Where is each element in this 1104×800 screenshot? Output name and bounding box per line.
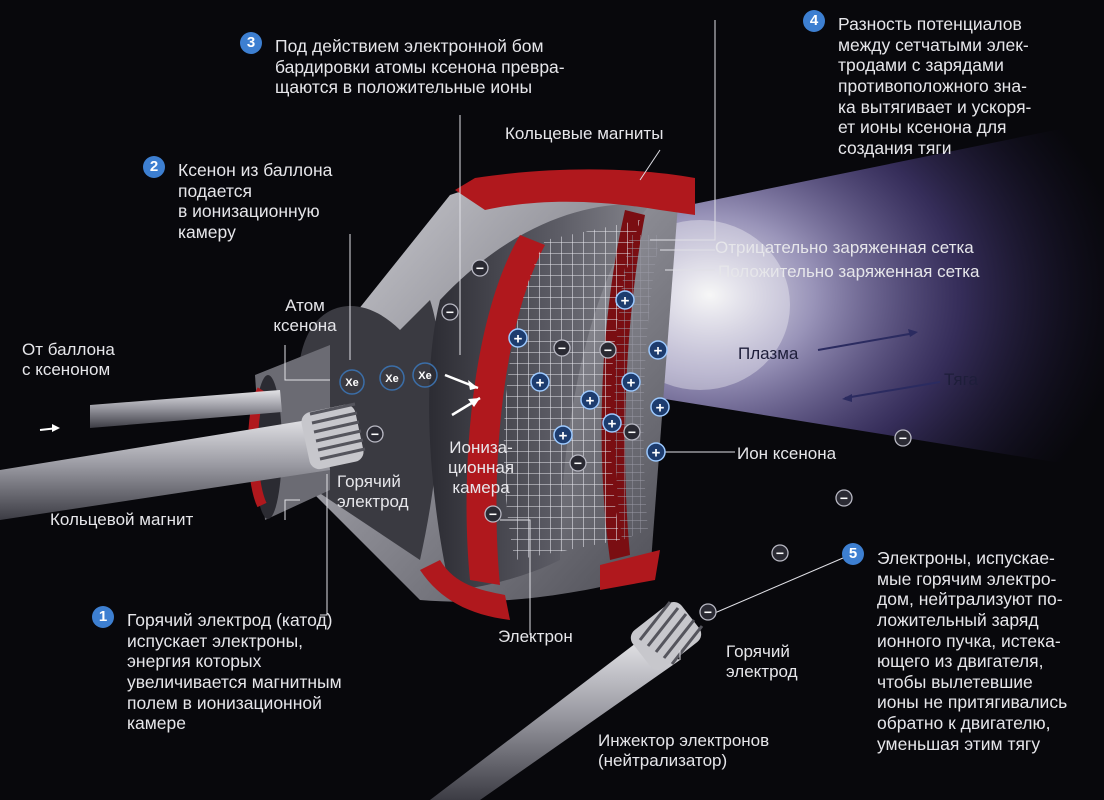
electron-minus-symbol: −	[371, 426, 379, 442]
step-1-text: Горячий электрод (катод) испускает элект…	[127, 610, 427, 734]
step-5-badge: 5	[842, 543, 864, 565]
step-5-text: Электроны, испускае- мые горячим электро…	[877, 548, 1102, 754]
xenon-ion-mark: +	[554, 426, 572, 444]
step-4-badge: 4	[803, 10, 825, 32]
xenon-ion-mark: +	[509, 329, 527, 347]
xenon-ion-mark: +	[649, 341, 667, 359]
step-2-badge: 2	[143, 156, 165, 178]
xenon-atom-symbol: Xe	[345, 377, 358, 389]
electron-minus-symbol: −	[574, 455, 582, 471]
label-ionization-chamber: Иониза- ционная камера	[436, 438, 526, 498]
electron-minus-symbol: −	[489, 506, 497, 522]
electron-mark: −	[700, 604, 716, 620]
label-from-tank: От баллона с ксеноном	[22, 340, 152, 380]
label-electron-injector: Инжектор электронов (нейтрализатор)	[598, 731, 838, 771]
electron-minus-symbol: −	[604, 342, 612, 358]
electron-mark: −	[367, 426, 383, 442]
electron-mark: −	[600, 342, 616, 358]
step-3-badge: 3	[240, 32, 262, 54]
electron-mark: −	[570, 455, 586, 471]
step-2-text: Ксенон из баллона подается в ионизационн…	[178, 160, 398, 243]
electron-minus-symbol: −	[628, 424, 636, 440]
xenon-atom-symbol: Xe	[385, 373, 398, 385]
label-hot-electrode-neutralizer: Горячий электрод	[726, 642, 826, 682]
label-positive-grid: Положительно заряженная сетка	[718, 262, 1058, 282]
ion-plus-symbol: +	[652, 444, 661, 461]
label-ring-magnets: Кольцевые магниты	[505, 124, 705, 144]
ion-plus-symbol: +	[621, 292, 630, 309]
xenon-ion-mark: +	[647, 443, 665, 461]
ion-plus-symbol: +	[586, 392, 595, 409]
step-3-text: Под действием электронной бом бардировки…	[275, 36, 675, 98]
xenon-ion-mark: +	[651, 398, 669, 416]
ion-plus-symbol: +	[654, 342, 663, 359]
label-xenon-atom: Атом ксенона	[255, 296, 355, 336]
xenon-ion-mark: +	[531, 373, 549, 391]
label-negative-grid: Отрицательно заряженная сетка	[715, 238, 1055, 258]
ion-plus-symbol: +	[608, 415, 617, 432]
xenon-ion-mark: +	[581, 391, 599, 409]
xenon-ion-mark: +	[622, 373, 640, 391]
ion-plus-symbol: +	[656, 399, 665, 416]
electron-minus-symbol: −	[558, 340, 566, 356]
electron-mark: −	[554, 340, 570, 356]
electron-mark: −	[442, 304, 458, 320]
step-1-badge: 1	[92, 606, 114, 628]
electron-mark: −	[485, 506, 501, 522]
electron-mark: −	[472, 260, 488, 276]
step-4-text: Разность потенциалов между сетчатыми эле…	[838, 14, 1098, 158]
ion-plus-symbol: +	[559, 427, 568, 444]
xenon-atom-symbol: Xe	[418, 370, 431, 382]
electron-minus-symbol: −	[776, 545, 784, 561]
electron-minus-symbol: −	[476, 260, 484, 276]
xenon-ion-mark: +	[603, 414, 621, 432]
ion-plus-symbol: +	[514, 330, 523, 347]
electron-minus-symbol: −	[446, 304, 454, 320]
label-hot-electrode-main: Горячий электрод	[337, 472, 437, 512]
electron-mark: −	[836, 490, 852, 506]
electron-minus-symbol: −	[840, 490, 848, 506]
label-ring-magnet: Кольцевой магнит	[50, 510, 250, 530]
electron-minus-symbol: −	[899, 430, 907, 446]
ion-plus-symbol: +	[536, 374, 545, 391]
plasma-plume	[610, 120, 1104, 470]
label-electron: Электрон	[498, 627, 598, 647]
electron-minus-symbol: −	[704, 604, 712, 620]
label-xenon-ion: Ион ксенона	[737, 444, 877, 464]
label-thrust: Тяга	[944, 370, 1024, 390]
electron-mark: −	[772, 545, 788, 561]
electron-mark: −	[624, 424, 640, 440]
ion-plus-symbol: +	[627, 374, 636, 391]
xenon-ion-mark: +	[616, 291, 634, 309]
electron-mark: −	[895, 430, 911, 446]
label-plasma: Плазма	[738, 344, 838, 364]
